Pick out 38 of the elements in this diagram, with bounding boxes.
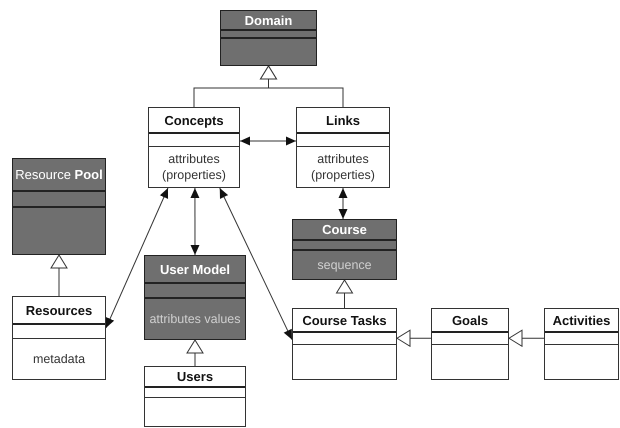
attribute-list: attributes values xyxy=(149,311,241,327)
attribute-list: attributes (properties) xyxy=(153,151,235,183)
association-arrow xyxy=(219,188,292,340)
class-name: Links xyxy=(326,112,360,128)
generalization-arrow xyxy=(508,330,544,347)
generalization-arrow xyxy=(396,330,432,347)
class-name: Domain xyxy=(244,12,292,28)
class-box xyxy=(12,296,106,380)
class-name: Activities xyxy=(552,312,610,328)
generalization-arrow xyxy=(186,340,204,366)
class-box xyxy=(431,308,509,380)
generalization-arrow xyxy=(336,280,353,308)
class-box xyxy=(144,366,246,427)
class-box xyxy=(144,255,246,340)
class-name: Resources xyxy=(26,302,92,318)
class-box xyxy=(12,158,106,255)
association-arrow xyxy=(190,188,200,256)
class-name: Course xyxy=(322,222,367,237)
class-name: Course Tasks xyxy=(302,312,387,328)
class-name: Users xyxy=(176,369,214,384)
attribute-list: metadata xyxy=(32,351,86,367)
class-box xyxy=(296,107,390,188)
generalization-arrow xyxy=(260,66,344,108)
attribute-list: sequence xyxy=(317,257,372,273)
class-box xyxy=(148,107,240,188)
generalization-arrow xyxy=(50,254,68,296)
class-name: Goals xyxy=(452,312,488,328)
class-box xyxy=(292,308,397,380)
attribute-list: attributes (properties) xyxy=(301,151,385,183)
class-box xyxy=(292,219,397,280)
association-arrow xyxy=(240,136,296,146)
association-arrow xyxy=(106,188,168,328)
class-name: Concepts xyxy=(164,112,224,128)
class-box xyxy=(220,10,317,66)
class-name: User Model xyxy=(160,262,230,276)
association-arrow xyxy=(338,188,348,220)
class-box xyxy=(544,308,619,380)
class-name: Resource Pool xyxy=(15,167,103,182)
